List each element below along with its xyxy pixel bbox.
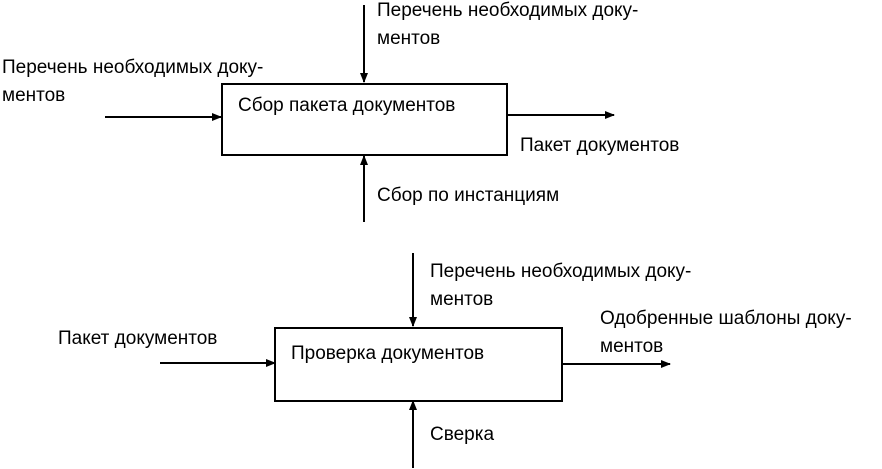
block1-mechanism-line1: Сбор по инстанциям xyxy=(377,185,560,206)
block1-control-line1: Перечень необходимых доку- xyxy=(377,0,639,21)
block2-mechanism-line1: Сверка xyxy=(430,424,495,445)
block2-input-label: Пакет документов xyxy=(58,325,217,353)
block1-mechanism-label: Сбор по инстанциям xyxy=(377,182,559,210)
block2-control-label: Перечень необходимых доку- ментов xyxy=(430,258,691,314)
block1-output-label: Пакет документов xyxy=(520,132,679,160)
block1-title: Сбор пакета документов xyxy=(238,95,456,116)
block2-output-line2: ментов xyxy=(600,336,664,357)
block2-mechanism-label: Сверка xyxy=(430,421,494,449)
block2-output-label: Одобренные шаблоны доку- ментов xyxy=(600,305,852,361)
block2-output-line1: Одобренные шаблоны доку- xyxy=(600,308,852,329)
block2-input-line1: Пакет документов xyxy=(58,328,218,349)
block2-box: Проверка документов xyxy=(274,327,563,402)
block2-control-line1: Перечень необходимых доку- xyxy=(430,261,692,282)
block2-title: Проверка документов xyxy=(291,343,485,364)
block1-box: Сбор пакета документов xyxy=(221,83,508,156)
block1-input-line2: ментов xyxy=(2,85,66,106)
block1-control-label: Перечень необходимых доку- ментов xyxy=(377,0,638,53)
block1-output-line1: Пакет документов xyxy=(520,135,680,156)
block2-control-line2: ментов xyxy=(430,289,494,310)
block1-control-line2: ментов xyxy=(377,28,441,49)
block1-input-label: Перечень необходимых доку- ментов xyxy=(2,54,263,110)
block1-input-line1: Перечень необходимых доку- xyxy=(2,57,264,78)
